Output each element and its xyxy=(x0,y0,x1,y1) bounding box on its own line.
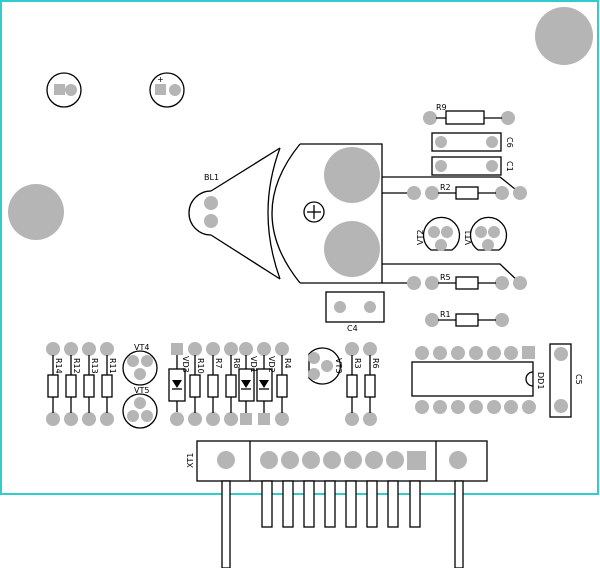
connector-xt1: XT1 xyxy=(186,440,488,482)
resistor-r1: R1 xyxy=(425,310,509,327)
connector-pins xyxy=(221,480,464,568)
label-r14: R14 xyxy=(54,358,63,374)
label-vd1: VD1 xyxy=(249,356,258,373)
speaker-bl1: BL1 xyxy=(188,143,383,284)
label-r4: R4 xyxy=(283,358,292,369)
trace-top xyxy=(382,176,521,194)
resistor-r9: R9 xyxy=(423,103,515,125)
resistor-r4: R4 xyxy=(275,342,292,426)
mounting-hole-top-right xyxy=(535,7,593,65)
label-c4: C4 xyxy=(347,324,358,333)
label-r12: R12 xyxy=(72,358,81,374)
transistor-vt4: VT4 xyxy=(122,343,158,386)
resistor-r2: R2 xyxy=(407,183,527,200)
resistor-r14: R14 xyxy=(46,342,63,426)
label-vt4: VT4 xyxy=(134,343,149,352)
trace-bottom xyxy=(382,263,521,284)
resistor-r8: R8 xyxy=(224,342,241,426)
label-c1: C1 xyxy=(505,161,514,172)
diode-vd3: VD3 xyxy=(168,343,190,426)
label-vt5: VT5 xyxy=(134,386,149,395)
capacitor-c5: C5 xyxy=(549,343,583,418)
label-r11: R11 xyxy=(108,358,117,374)
led-left xyxy=(46,72,82,108)
label-r2: R2 xyxy=(440,183,451,192)
transistor-vt1: VT1 xyxy=(464,216,508,251)
board-outline xyxy=(0,0,599,495)
resistor-r7: R7 xyxy=(206,342,223,426)
resistor-r11: R11 xyxy=(100,342,117,426)
label-r8: R8 xyxy=(232,358,241,369)
label-xt1: XT1 xyxy=(186,453,195,468)
diode-vd2: VD2 xyxy=(256,342,276,425)
transistor-vt3: VT3 xyxy=(308,347,343,385)
label-r3: R3 xyxy=(353,358,362,369)
resistor-r3: R3 xyxy=(345,342,362,426)
label-vd3: VD3 xyxy=(181,356,190,373)
capacitor-c6: C6 xyxy=(431,132,514,152)
label-vt2: VT2 xyxy=(416,230,425,245)
label-r5: R5 xyxy=(440,273,451,282)
label-r6: R6 xyxy=(371,358,380,369)
resistor-r5: R5 xyxy=(407,273,527,290)
capacitor-c1: C1 xyxy=(431,156,514,176)
capacitor-c4: C4 xyxy=(325,291,385,333)
resistor-r10: R10 xyxy=(188,342,205,426)
resistor-r6: R6 xyxy=(363,342,380,426)
label-c5: C5 xyxy=(574,374,583,385)
resistor-r12: R12 xyxy=(64,342,81,426)
label-vt1: VT1 xyxy=(464,230,473,245)
label-dd1: DD1 xyxy=(536,372,545,389)
label-bl1: BL1 xyxy=(204,173,219,182)
label-r7: R7 xyxy=(214,358,223,369)
diode-vd1: VD1 xyxy=(238,342,258,425)
led-right: + xyxy=(149,72,185,108)
label-r13: R13 xyxy=(90,358,99,374)
label-c6: C6 xyxy=(505,137,514,148)
label-vd2: VD2 xyxy=(267,356,276,373)
label-r1: R1 xyxy=(440,310,451,319)
label-r9: R9 xyxy=(436,103,447,112)
transistor-vt2: VT2 xyxy=(416,216,461,251)
label-vt3: VT3 xyxy=(334,358,343,373)
resistor-r13: R13 xyxy=(82,342,99,426)
label-r10: R10 xyxy=(196,358,205,374)
ic-dd1: DD1 xyxy=(411,346,545,414)
mounting-hole-left xyxy=(8,184,64,240)
led-plus-sign: + xyxy=(157,75,164,84)
transistor-vt5: VT5 xyxy=(122,386,158,429)
